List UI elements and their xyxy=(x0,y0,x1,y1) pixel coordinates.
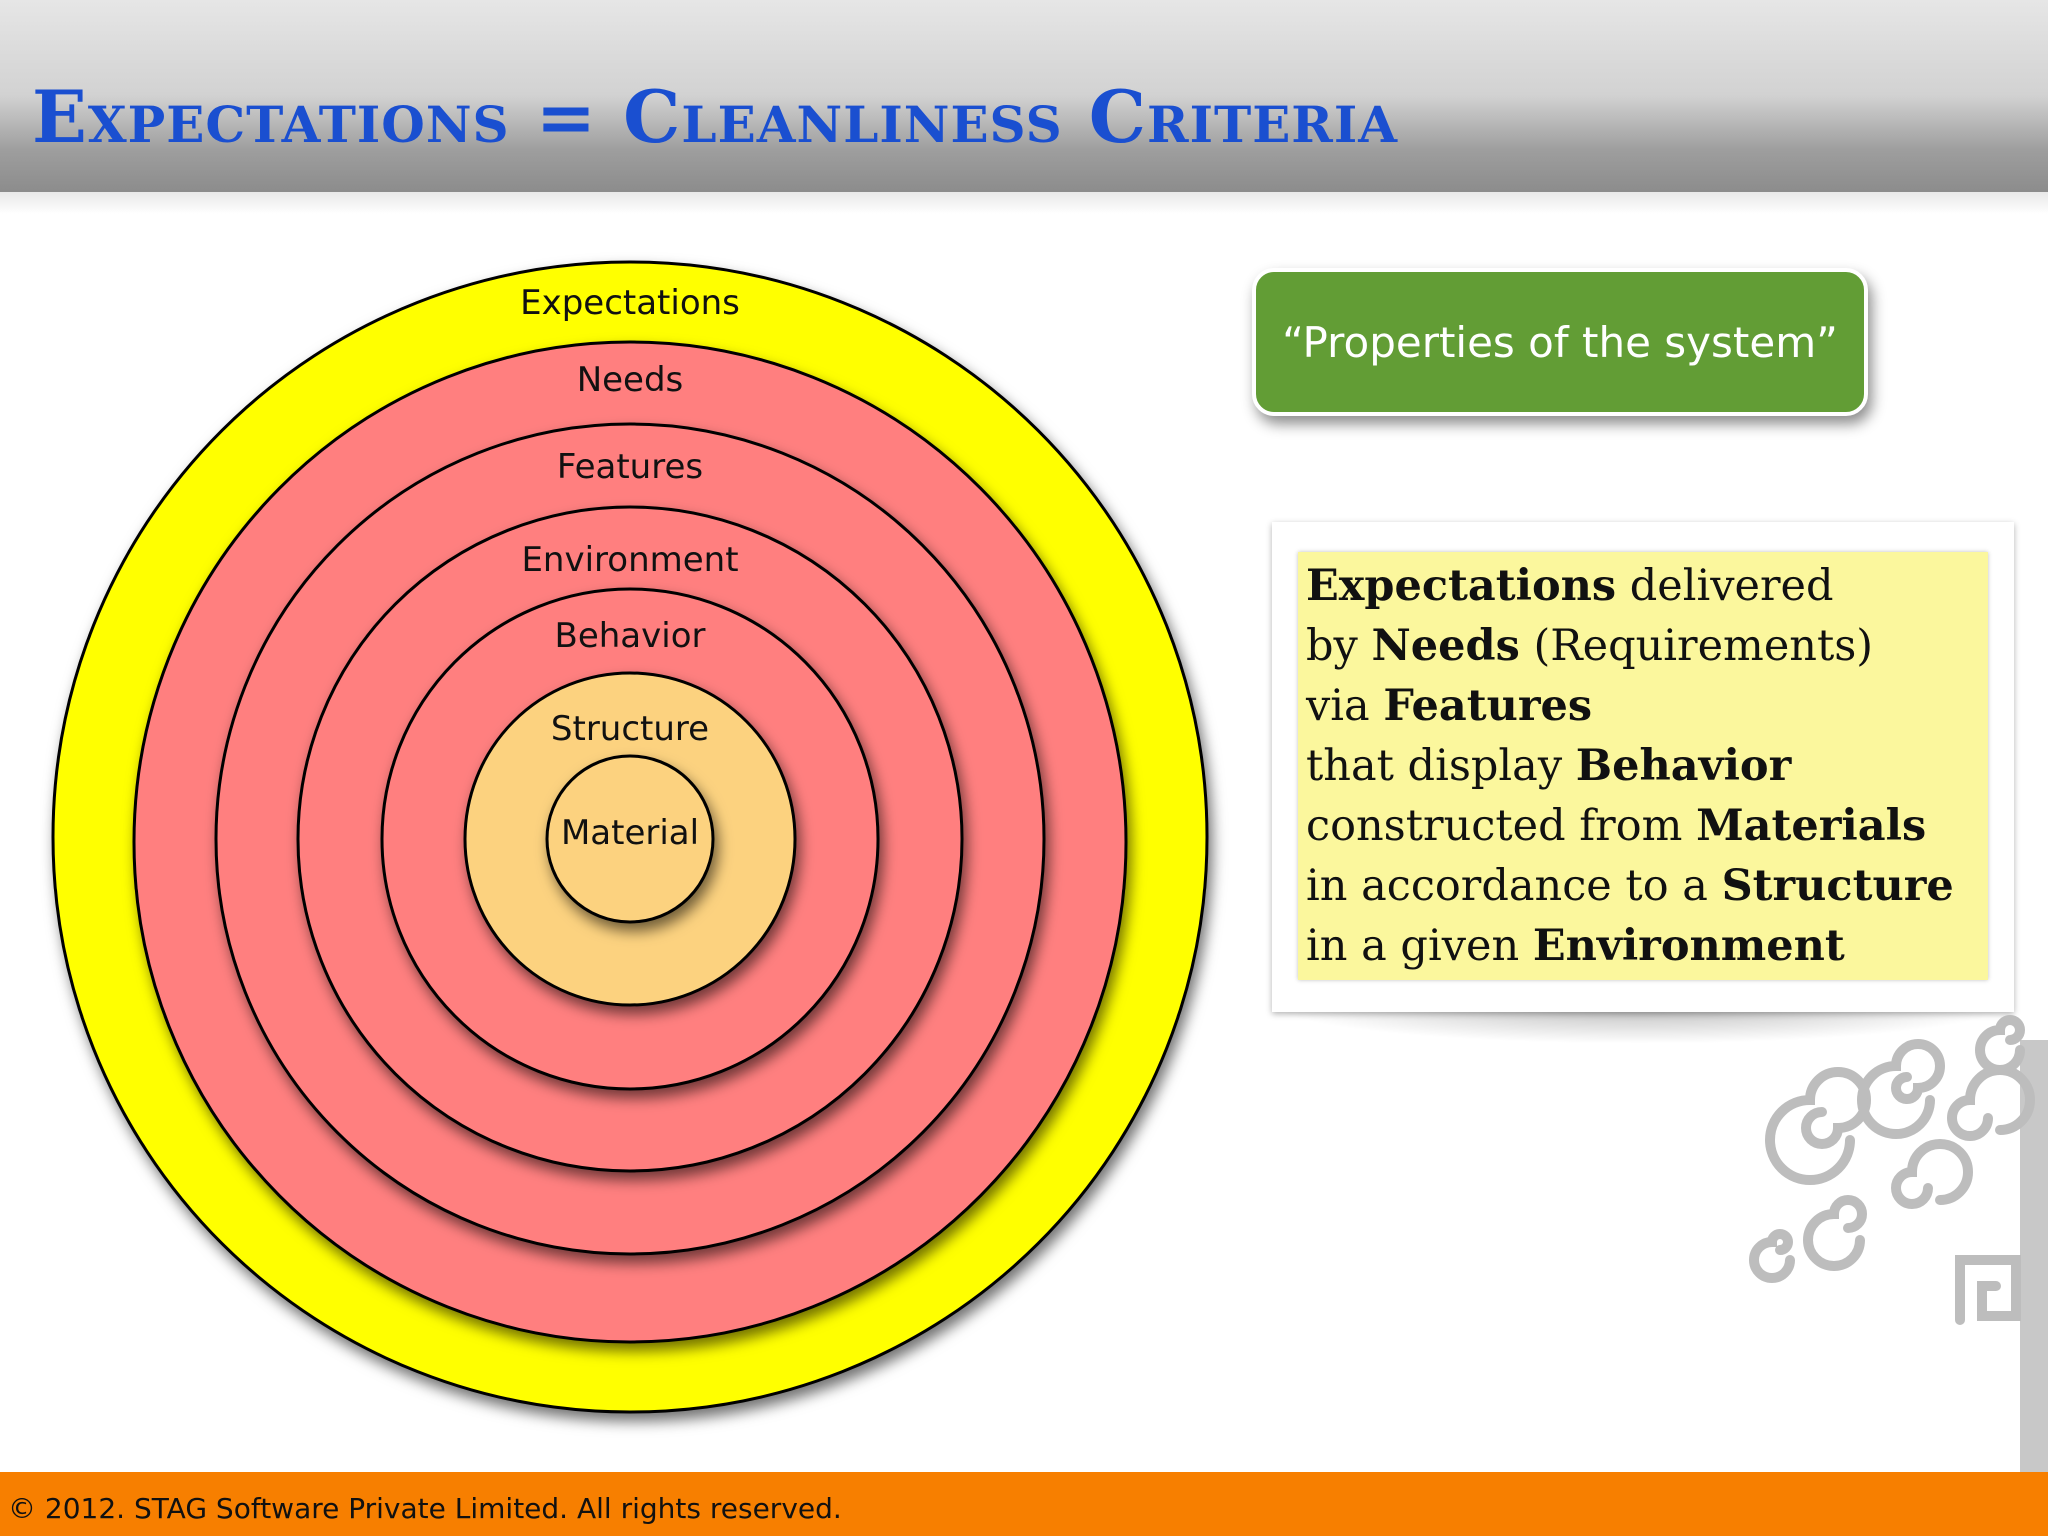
slide-title: Expectations = Cleanliness Criteria xyxy=(32,74,1399,159)
ring-label-needs: Needs xyxy=(577,360,684,400)
ring-material: Material xyxy=(545,754,715,924)
footer-bar: © 2012. STAG Software Private Limited. A… xyxy=(0,1472,2048,1536)
ring-label-behavior: Behavior xyxy=(555,616,706,656)
properties-callout-text: “Properties of the system” xyxy=(1282,317,1838,367)
note-keyword: Structure xyxy=(1721,861,1954,911)
title-bar xyxy=(0,0,2048,192)
note-text: by xyxy=(1306,621,1372,671)
note-text: via xyxy=(1306,681,1384,731)
note-keyword: Expectations xyxy=(1306,561,1617,611)
note-keyword: Behavior xyxy=(1575,741,1792,791)
note-text: (Requirements) xyxy=(1519,621,1874,671)
concentric-rings-diagram: Expectations Needs Features Environment … xyxy=(51,260,1209,1414)
note-text: in accordance to a xyxy=(1306,861,1722,911)
note-text: that display xyxy=(1306,741,1576,791)
note-keyword: Needs xyxy=(1371,621,1520,671)
note-line: via Features xyxy=(1306,676,1988,736)
note-text: constructed from xyxy=(1306,801,1697,851)
note-line: constructed from Materials xyxy=(1306,796,1988,856)
note-keyword: Features xyxy=(1383,681,1593,731)
note-text: in a given xyxy=(1306,921,1533,971)
copyright-text: © 2012. STAG Software Private Limited. A… xyxy=(8,1492,842,1525)
ring-label-environment: Environment xyxy=(521,540,738,580)
title-bar-shadow xyxy=(0,192,2048,214)
note-keyword: Environment xyxy=(1532,921,1845,971)
note-line: in accordance to a Structure xyxy=(1306,856,1988,916)
properties-callout: “Properties of the system” xyxy=(1252,268,1868,416)
ring-label-features: Features xyxy=(557,447,703,487)
note-line: by Needs (Requirements) xyxy=(1306,616,1988,676)
note-line: Expectations delivered xyxy=(1306,556,1988,616)
swirl-tree-decoration-icon xyxy=(1749,1015,2035,1325)
note-text: delivered xyxy=(1616,561,1834,611)
note-line: that display Behavior xyxy=(1306,736,1988,796)
ring-label-material: Material xyxy=(561,813,699,853)
ring-material-shape xyxy=(545,754,715,924)
ring-label-expectations: Expectations xyxy=(520,283,740,323)
note-line: in a given Environment xyxy=(1306,916,1988,976)
ring-label-structure: Structure xyxy=(551,709,709,749)
note-keyword: Materials xyxy=(1696,801,1927,851)
definition-note: Expectations delivered by Needs (Require… xyxy=(1298,552,1988,980)
